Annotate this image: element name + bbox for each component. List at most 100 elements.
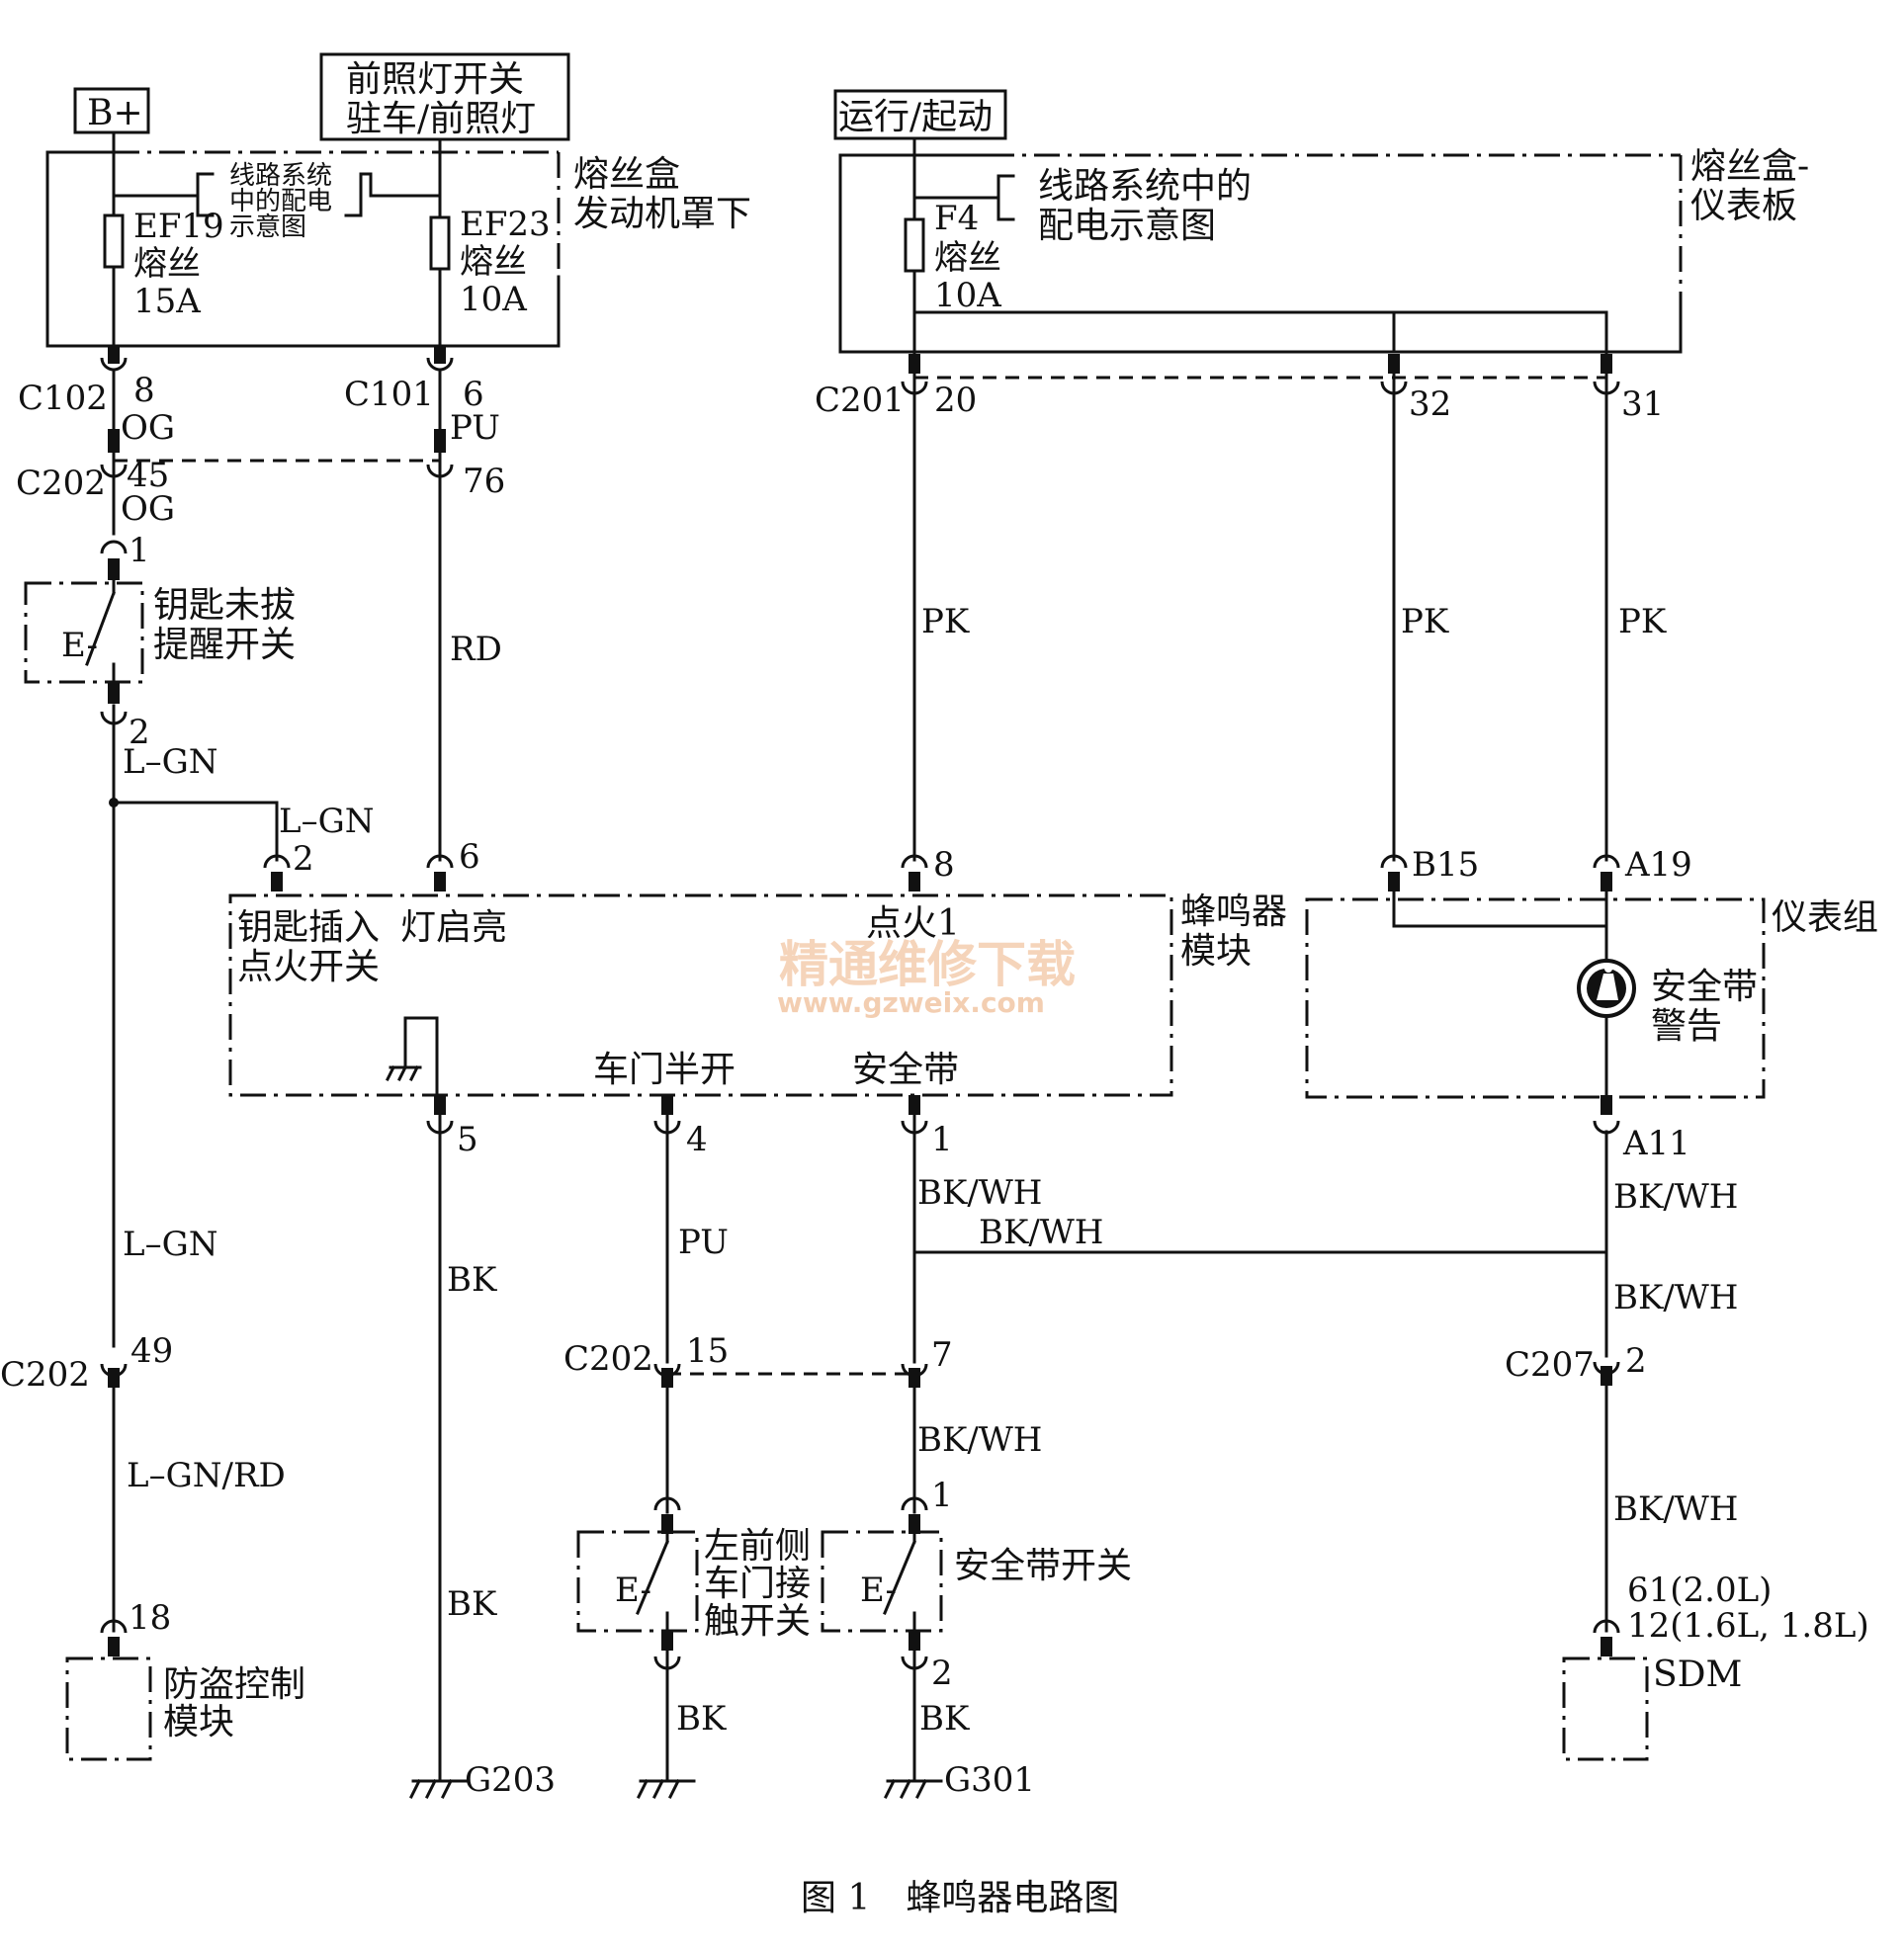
- svg-text:2: 2: [931, 1654, 953, 1693]
- svg-text:2: 2: [1625, 1341, 1647, 1381]
- svg-text:L–GN: L–GN: [279, 802, 375, 841]
- run-start-label: 运行/起动: [833, 89, 1007, 140]
- seatbelt-switch: E- 安全带开关: [821, 1530, 1132, 1633]
- svg-text:BK/WH: BK/WH: [979, 1213, 1103, 1252]
- wire-color-labels: OG OG PU RD L–GN L–GN L–GN L–GN/RD PK PK…: [121, 408, 1738, 1739]
- svg-text:L–GN/RD: L–GN/RD: [127, 1456, 286, 1495]
- svg-text:L–GN: L–GN: [123, 1225, 218, 1264]
- svg-text:车门半开: 车门半开: [593, 1050, 736, 1090]
- sdm-module: SDM: [1562, 1655, 1742, 1761]
- svg-text:PK: PK: [1401, 602, 1449, 641]
- svg-text:中的配电: 中的配电: [229, 187, 332, 216]
- fuse-f4: F4 熔丝 10A: [904, 199, 1001, 315]
- svg-text:C101: C101: [344, 375, 434, 414]
- svg-text:熔丝盒-: 熔丝盒-: [1690, 146, 1809, 187]
- svg-text:蜂鸣器: 蜂鸣器: [1180, 892, 1287, 932]
- svg-text:精通维修下载: 精通维修下载: [779, 936, 1076, 993]
- svg-text:前照灯开关: 前照灯开关: [346, 59, 524, 100]
- pin-labels: 8 6 45 76 1 2 20 32 31 2 6 8 B15 A19 5 4…: [127, 371, 1869, 1693]
- svg-text:1: 1: [931, 1476, 953, 1515]
- svg-text:6: 6: [459, 837, 480, 877]
- svg-text:安全带: 安全带: [852, 1050, 959, 1090]
- svg-text:A11: A11: [1622, 1124, 1690, 1163]
- svg-text:31: 31: [1621, 384, 1664, 424]
- buzzer-module: 蜂鸣器 模块 钥匙插入 点火开关 灯启亮 点火1 车门半开 安全带: [228, 892, 1287, 1097]
- svg-text:BK: BK: [447, 1260, 497, 1300]
- watermark: 精通维修下载 www.gzweix.com: [777, 936, 1076, 1019]
- svg-text:SDM: SDM: [1653, 1655, 1742, 1695]
- svg-text:安全带开关: 安全带开关: [954, 1546, 1132, 1586]
- splice-junction: [109, 798, 119, 807]
- svg-text:BK/WH: BK/WH: [1613, 1278, 1738, 1317]
- svg-text:安全带: 安全带: [1651, 967, 1758, 1007]
- svg-text:2: 2: [129, 713, 150, 752]
- fuse-ef19: EF19 熔丝 15A: [103, 207, 224, 321]
- svg-text:示意图: 示意图: [229, 212, 306, 242]
- svg-text:8: 8: [933, 845, 955, 885]
- ground-symbol: [636, 1778, 696, 1800]
- svg-text:32: 32: [1409, 384, 1451, 424]
- svg-text:7: 7: [931, 1335, 953, 1375]
- svg-text:点火1: 点火1: [866, 903, 960, 944]
- svg-text:8: 8: [133, 371, 155, 410]
- svg-text:车门接: 车门接: [704, 1564, 811, 1604]
- svg-text:L–GN: L–GN: [123, 742, 218, 782]
- svg-text:EF19: EF19: [133, 207, 224, 246]
- svg-text:12(1.6L, 1.8L): 12(1.6L, 1.8L): [1627, 1606, 1869, 1646]
- svg-text:E-: E-: [61, 626, 98, 665]
- b-plus-source: B+: [73, 87, 150, 134]
- svg-text:C207: C207: [1505, 1345, 1595, 1385]
- svg-text:15A: 15A: [133, 282, 201, 321]
- svg-text:49: 49: [130, 1331, 173, 1371]
- svg-text:PU: PU: [450, 408, 500, 448]
- svg-text:仪表组: 仪表组: [1772, 897, 1878, 938]
- svg-text:BK/WH: BK/WH: [917, 1420, 1042, 1460]
- svg-text:4: 4: [686, 1120, 708, 1159]
- svg-text:2: 2: [293, 839, 314, 879]
- svg-text:B15: B15: [1412, 845, 1479, 885]
- svg-text:1: 1: [129, 531, 150, 570]
- svg-text:BK: BK: [919, 1699, 970, 1739]
- connector-labels: C102 C101 C202 C201 C202 C202 C207: [0, 375, 1595, 1395]
- svg-text:C202: C202: [0, 1355, 90, 1395]
- theft-deterrent-module: 防盗控制 模块: [65, 1656, 305, 1761]
- svg-text:15: 15: [686, 1331, 729, 1371]
- svg-text:熔丝盒: 熔丝盒: [573, 154, 680, 195]
- svg-text:B+: B+: [87, 93, 143, 133]
- svg-text:G203: G203: [465, 1760, 556, 1800]
- svg-text:76: 76: [463, 462, 505, 501]
- svg-text:OG: OG: [121, 489, 175, 529]
- svg-text:模块: 模块: [1180, 931, 1252, 972]
- svg-text:6: 6: [463, 375, 484, 414]
- connector-shells: [114, 376, 1606, 1376]
- ground-g203: G203: [408, 1760, 556, 1800]
- svg-text:钥匙未拔: 钥匙未拔: [153, 585, 296, 626]
- svg-text:C202: C202: [563, 1339, 653, 1379]
- svg-text:C201: C201: [815, 381, 905, 420]
- svg-text:BK/WH: BK/WH: [1613, 1489, 1738, 1529]
- svg-text:20: 20: [934, 381, 977, 420]
- svg-text:E-: E-: [860, 1571, 897, 1610]
- svg-text:RD: RD: [450, 630, 502, 669]
- svg-text:发动机罩下: 发动机罩下: [573, 194, 751, 234]
- svg-text:61(2.0L): 61(2.0L): [1627, 1571, 1772, 1610]
- svg-text:模块: 模块: [163, 1702, 234, 1742]
- svg-text:警告: 警告: [1651, 1006, 1722, 1047]
- fuse-ef23: EF23 熔丝 10A: [429, 205, 551, 319]
- svg-text:10A: 10A: [460, 280, 527, 319]
- svg-text:1: 1: [931, 1120, 953, 1159]
- svg-text:BK: BK: [676, 1699, 727, 1739]
- svg-text:钥匙插入: 钥匙插入: [237, 907, 380, 948]
- svg-text:BK: BK: [447, 1584, 497, 1624]
- svg-text:OG: OG: [121, 408, 175, 448]
- svg-text:C102: C102: [18, 379, 108, 418]
- svg-text:灯启亮: 灯启亮: [400, 907, 507, 948]
- svg-text:EF23: EF23: [460, 205, 551, 244]
- fuse-box-engine: 熔丝盒 发动机罩下 线路系统 中的配电 示意图: [45, 150, 751, 348]
- svg-text:点火开关: 点火开关: [237, 947, 380, 987]
- svg-text:PK: PK: [921, 602, 970, 641]
- ground-g301: G301: [883, 1760, 1035, 1800]
- svg-text:F4: F4: [934, 199, 979, 238]
- svg-text:熔丝: 熔丝: [133, 244, 201, 284]
